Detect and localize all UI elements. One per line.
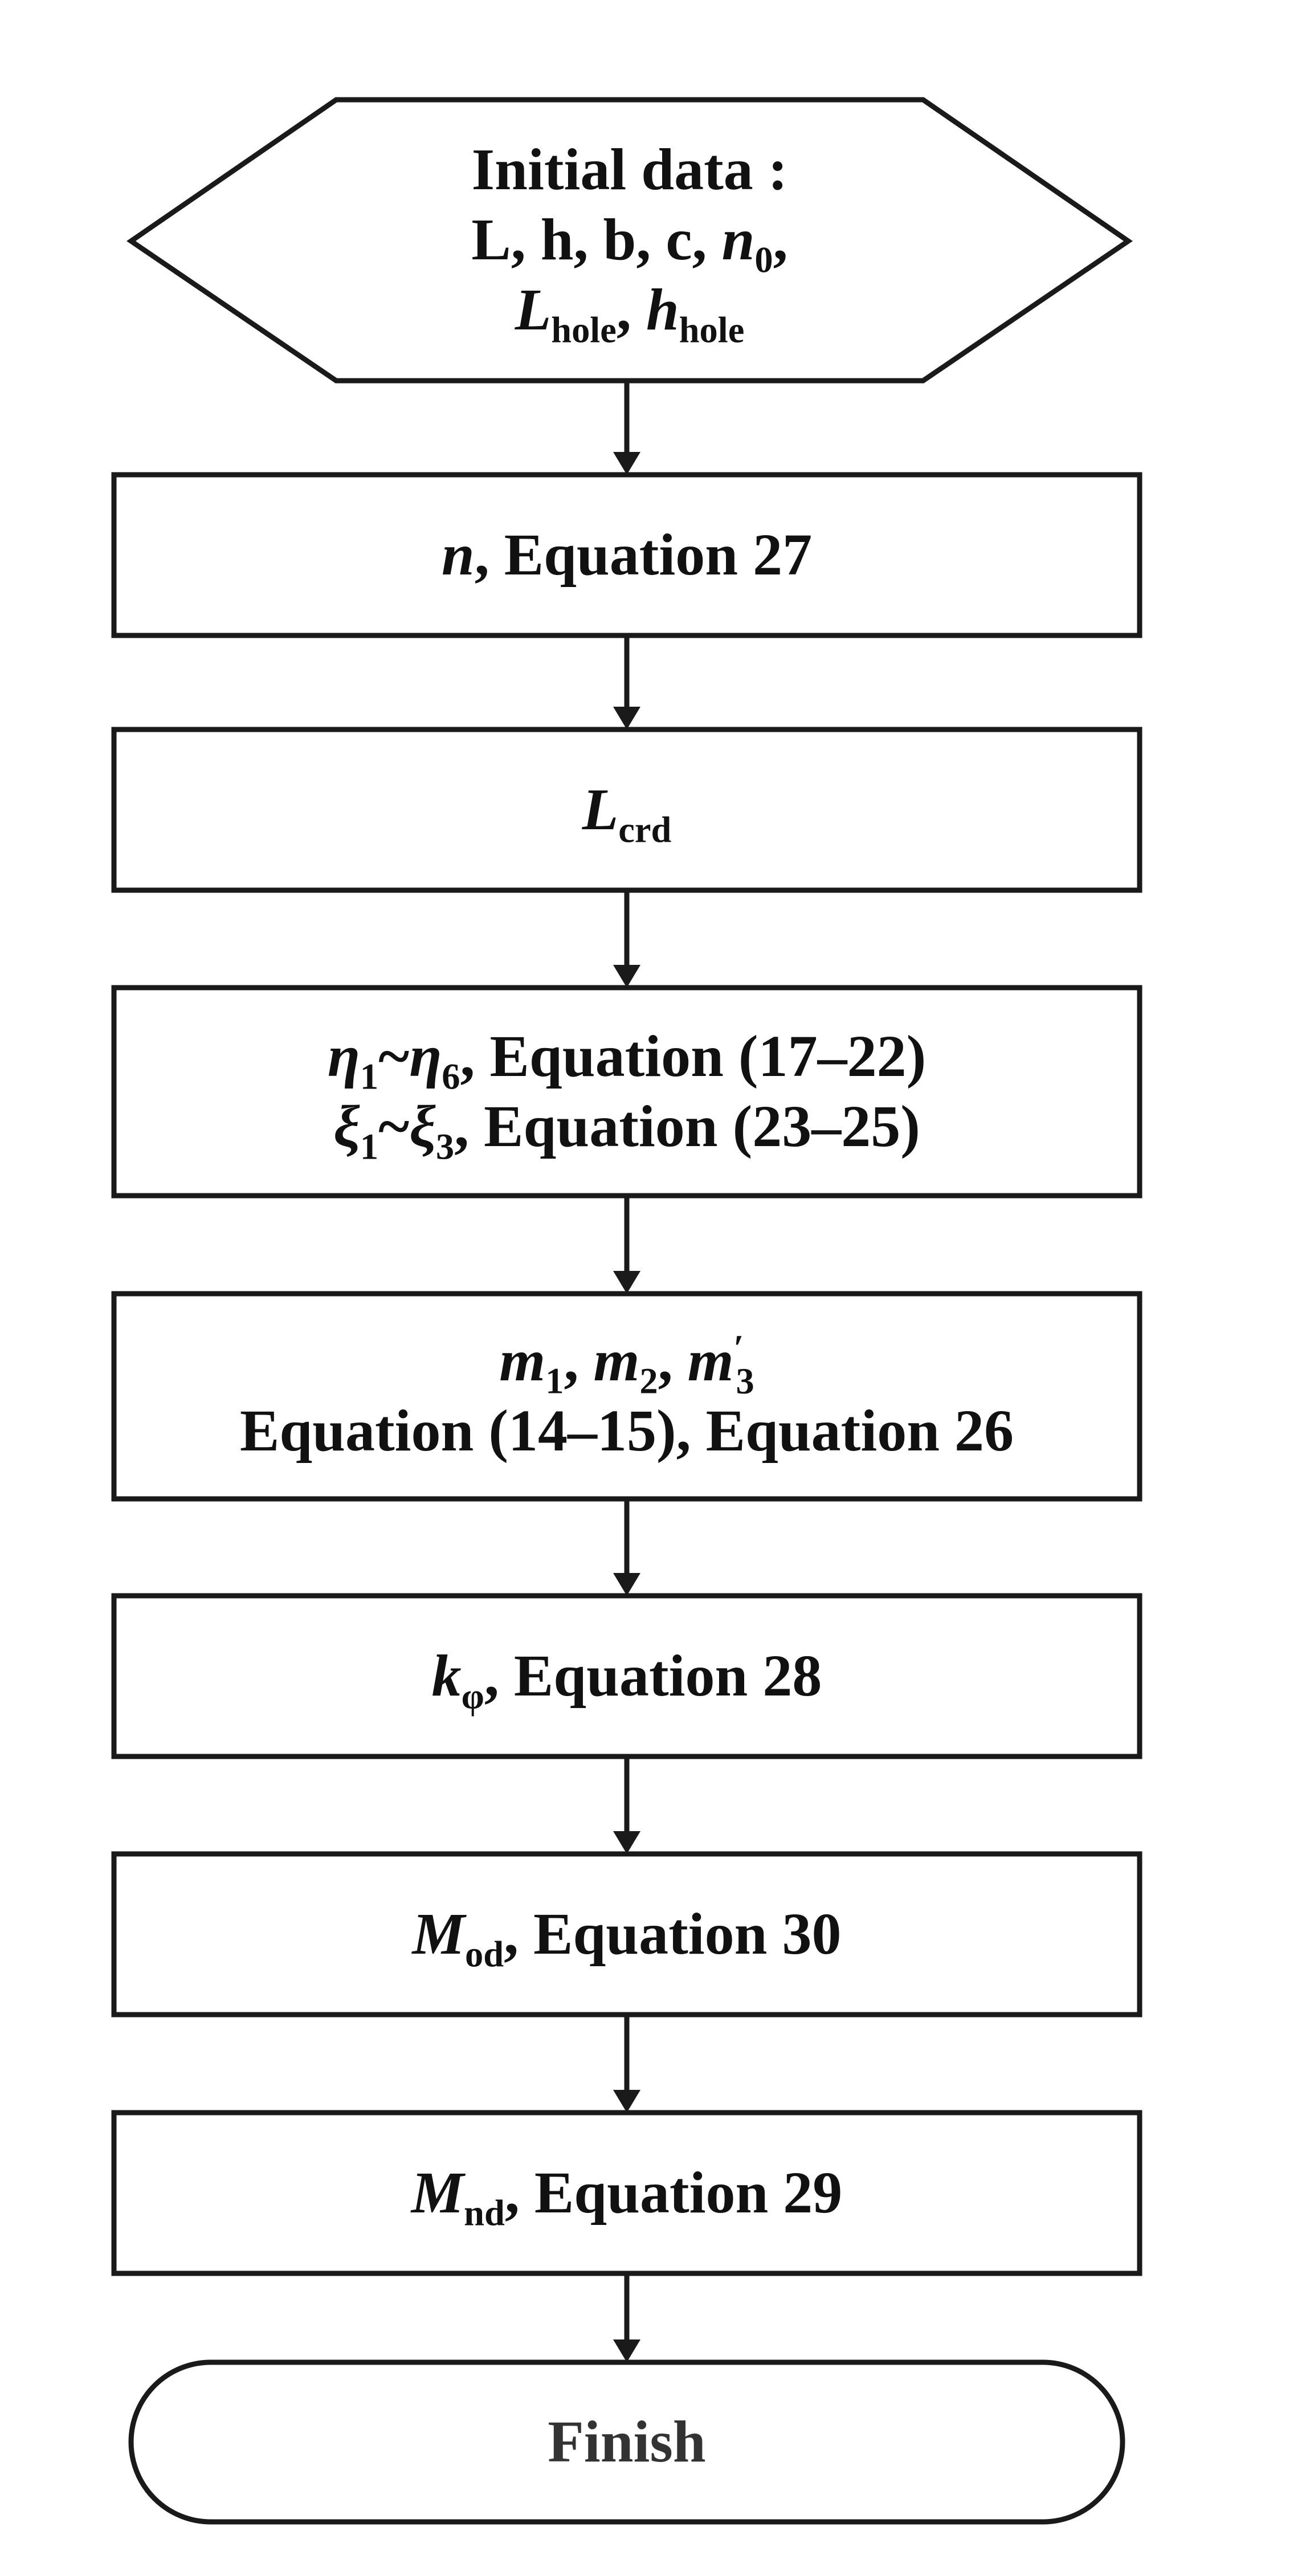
step-box-eta-xi <box>111 985 1142 1199</box>
m1-subscript: 1 <box>545 1360 564 1401</box>
arrow-mnd-to-finish <box>613 2273 640 2362</box>
xi-equation-label: , Equation (23–25) <box>454 1093 920 1159</box>
step-lcrd-subscript: crd <box>618 809 672 850</box>
step-xi-line: ξ1~ξ3, Equation (23–25) <box>333 1092 920 1165</box>
step-m-equations: Equation (14–15), Equation 26 <box>239 1398 1014 1464</box>
step-box-m <box>111 1291 1142 1502</box>
lhole-symbol: L <box>515 276 552 343</box>
start-hole-line: Lhole, hhole <box>515 275 745 348</box>
arrow-m-to-k <box>613 1499 640 1596</box>
finish-text: Finish <box>131 2362 1123 2522</box>
start-hexagon <box>126 97 1133 384</box>
eta-subscript-1: 1 <box>360 1056 379 1097</box>
m1-symbol: m <box>499 1328 546 1394</box>
start-params-line: L, h, b, c, n0, <box>471 205 788 278</box>
start-node-text: Initial data : L, h, b, c, n0, Lhole, hh… <box>131 100 1128 381</box>
arrow-start-to-n <box>613 381 640 475</box>
arrow-k-to-mod <box>613 1756 640 1854</box>
step-mnd-text: Mnd, Equation 29 <box>114 2113 1140 2273</box>
step-k-symbol: k <box>431 1642 462 1709</box>
start-n-subscript: 0 <box>754 239 773 280</box>
arrow-mod-to-mnd <box>613 2015 640 2113</box>
step-eta-xi-text: η1~η6, Equation (17–22) ξ1~ξ3, Equation … <box>114 988 1140 1196</box>
step-box-mod <box>111 1851 1142 2017</box>
step-k-subscript: φ <box>461 1676 484 1717</box>
step-mod-label: , Equation 30 <box>504 1901 842 1967</box>
eta-subscript-6: 6 <box>442 1056 460 1097</box>
m3-subscript: 3 <box>736 1360 754 1401</box>
step-mnd-subscript: nd <box>464 2192 505 2233</box>
hhole-subscript: hole <box>679 309 745 350</box>
step-lcrd-symbol: L <box>582 776 619 842</box>
arrow-eta-to-m <box>613 1196 640 1294</box>
step-mod-text: Mod, Equation 30 <box>114 1854 1140 2015</box>
lhole-subscript: hole <box>551 309 617 350</box>
step-m-text: m1, m2, m′3 Equation (14–15), Equation 2… <box>114 1294 1140 1499</box>
xi-tilde: ~ <box>378 1093 410 1159</box>
arrow-lcrd-to-eta <box>613 890 640 988</box>
eta-tilde: ~ <box>378 1023 410 1089</box>
step-m-symbols: m1, m2, m′3 <box>499 1326 754 1399</box>
m3-symbol: m <box>687 1328 734 1394</box>
start-n-symbol: n <box>721 207 755 273</box>
m-sep-2: , <box>658 1328 688 1394</box>
start-params: L, h, b, c, <box>471 207 707 273</box>
m-sep-1: , <box>564 1328 594 1394</box>
eta-symbol: η <box>327 1023 360 1089</box>
step-box-mnd <box>111 2110 1142 2276</box>
xi-subscript-1: 1 <box>360 1126 379 1167</box>
step-eta-line: η1~η6, Equation (17–22) <box>327 1022 927 1095</box>
step-n-text: n, Equation 27 <box>114 475 1140 635</box>
m3-prime: ′ <box>733 1327 744 1368</box>
xi-subscript-3: 3 <box>435 1126 455 1167</box>
step-mod-symbol: M <box>412 1901 465 1967</box>
step-lcrd-text: Lcrd <box>114 729 1140 890</box>
hole-separator: , <box>616 276 631 343</box>
step-k-text: kφ, Equation 28 <box>114 1596 1140 1756</box>
step-box-k <box>111 1593 1142 1759</box>
start-trailing-comma: , <box>773 207 788 273</box>
eta-symbol-2: η <box>409 1023 442 1089</box>
hhole-symbol: h <box>646 276 679 343</box>
finish-label: Finish <box>548 2408 706 2475</box>
step-n-label: , Equation 27 <box>474 521 813 588</box>
step-k-label: , Equation 28 <box>484 1642 822 1709</box>
xi-symbol: ξ <box>333 1093 360 1159</box>
arrow-n-to-lcrd <box>613 635 640 729</box>
m2-subscript: 2 <box>639 1360 658 1401</box>
start-title: Initial data : <box>471 137 788 203</box>
step-mnd-symbol: M <box>411 2159 464 2226</box>
m2-symbol: m <box>593 1328 640 1394</box>
step-n-symbol: n <box>441 521 475 588</box>
step-box-n <box>111 472 1142 638</box>
step-mod-subscript: od <box>464 1934 504 1975</box>
xi-symbol-2: ξ <box>409 1093 436 1159</box>
eta-equation-label: , Equation (17–22) <box>460 1023 927 1089</box>
step-mnd-label: , Equation 29 <box>504 2159 843 2226</box>
